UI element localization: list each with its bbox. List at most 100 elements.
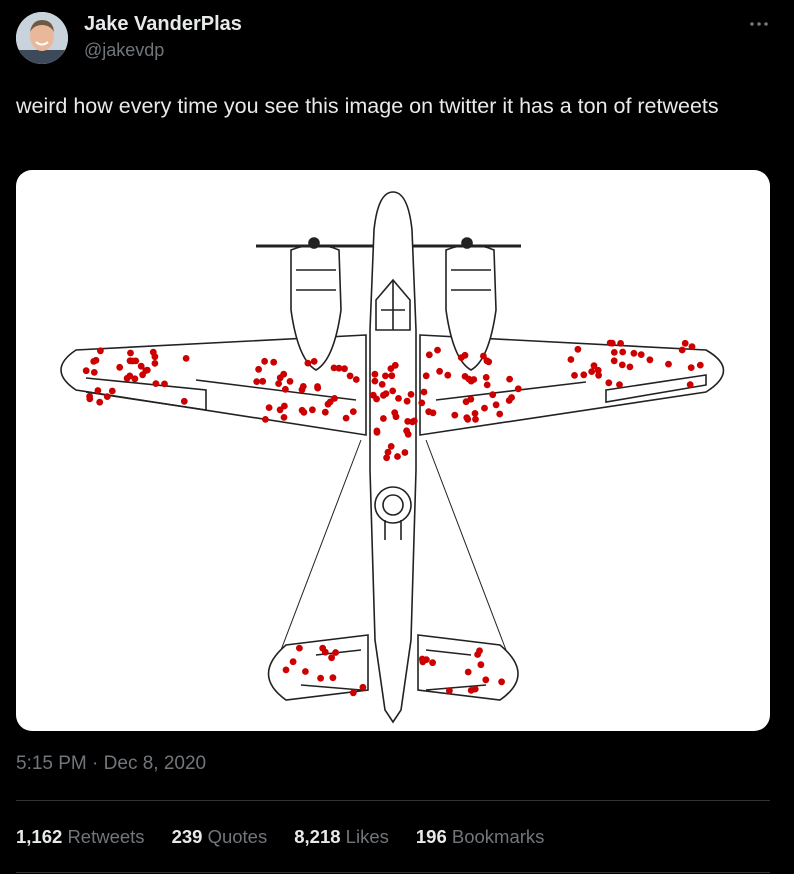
- damage-dot: [103, 393, 111, 400]
- damage-dot: [161, 380, 168, 388]
- more-options-button[interactable]: [746, 12, 774, 36]
- damage-dot: [270, 358, 278, 366]
- damage-dot: [605, 379, 613, 387]
- damage-dot: [461, 351, 469, 359]
- damage-dot: [282, 666, 290, 674]
- avatar-photo-icon: [16, 12, 68, 64]
- damage-dot: [506, 375, 513, 383]
- damage-dot: [152, 380, 160, 387]
- damage-dot: [310, 358, 318, 365]
- damage-dot: [300, 408, 308, 416]
- damage-dot: [403, 397, 411, 405]
- damage-dot: [595, 371, 602, 379]
- bomber-plane-damage-diagram-icon: [60, 191, 725, 724]
- tweet-time[interactable]: 5:15 PM: [16, 753, 87, 774]
- damage-dot: [317, 674, 324, 682]
- bookmarks-label: Bookmarks: [451, 826, 545, 847]
- damage-dot: [286, 378, 294, 385]
- damage-dot: [383, 454, 390, 462]
- damage-dot: [384, 448, 392, 456]
- damage-dot: [461, 373, 469, 380]
- damage-dot: [472, 415, 479, 423]
- damage-dot: [505, 397, 513, 404]
- damage-dot: [567, 356, 575, 363]
- likes-stat[interactable]: 8,218 Likes: [294, 826, 389, 848]
- damage-dot: [380, 415, 387, 422]
- damage-dot: [687, 364, 695, 371]
- damage-dot: [335, 364, 343, 372]
- damage-dot: [382, 390, 390, 397]
- damage-dot: [261, 357, 268, 365]
- damage-dot: [588, 368, 596, 375]
- damage-dot: [352, 376, 360, 383]
- damage-dot: [464, 668, 472, 676]
- author-name[interactable]: Jake VanderPlas: [84, 13, 242, 35]
- retweets-count: 1,162: [16, 826, 63, 847]
- damage-dot: [96, 398, 104, 406]
- damage-dot: [467, 377, 475, 385]
- retweets-label: Retweets: [67, 826, 145, 847]
- damage-dot: [373, 427, 381, 435]
- damage-dot: [492, 401, 500, 409]
- damage-dot: [342, 414, 350, 422]
- quotes-stat[interactable]: 239 Quotes: [172, 826, 268, 848]
- damage-dot: [139, 371, 146, 379]
- damage-dot: [180, 397, 188, 405]
- damage-dot: [330, 364, 338, 372]
- damage-dot: [280, 414, 288, 421]
- damage-dot: [289, 658, 297, 666]
- damage-dot: [391, 409, 399, 417]
- damage-dot: [608, 339, 616, 347]
- damage-dot: [686, 381, 694, 389]
- damage-dot: [616, 381, 623, 388]
- damage-dot: [314, 384, 322, 392]
- damage-dot: [580, 371, 588, 379]
- damage-dot: [116, 363, 124, 371]
- damage-dot: [480, 352, 487, 360]
- damage-dots: [82, 339, 704, 697]
- damage-dot: [86, 395, 94, 403]
- damage-dot: [574, 345, 582, 353]
- damage-dot: [610, 349, 618, 356]
- author-avatar[interactable]: [16, 12, 68, 64]
- damage-dot: [341, 365, 348, 373]
- damage-dot: [309, 406, 316, 414]
- damage-dot: [329, 674, 337, 682]
- damage-dot: [346, 372, 354, 380]
- damage-dot: [389, 387, 397, 395]
- damage-dot: [681, 339, 689, 347]
- damage-dot: [265, 404, 273, 411]
- damage-dot: [108, 387, 116, 395]
- damage-dot: [328, 654, 335, 662]
- damage-dot: [123, 374, 131, 382]
- damage-dot: [131, 375, 139, 383]
- quotes-label: Quotes: [207, 826, 268, 847]
- damage-dot: [637, 351, 645, 358]
- bookmarks-stat[interactable]: 196 Bookmarks: [416, 826, 545, 848]
- damage-dot: [92, 356, 100, 364]
- damage-dot: [391, 361, 399, 369]
- damage-dot: [127, 349, 134, 357]
- damage-dot: [90, 369, 98, 376]
- damage-dot: [423, 656, 430, 663]
- damage-dot: [349, 408, 357, 415]
- damage-dot: [471, 410, 479, 417]
- tweet-date[interactable]: Dec 8, 2020: [103, 753, 207, 774]
- retweets-stat[interactable]: 1,162 Retweets: [16, 826, 145, 848]
- damage-dot: [129, 357, 137, 365]
- damage-dot: [498, 678, 505, 686]
- author-handle[interactable]: @jakevdp: [84, 40, 165, 60]
- damage-dot: [696, 361, 704, 369]
- damage-dot: [418, 399, 426, 407]
- damage-dot: [401, 449, 409, 456]
- damage-dot: [276, 406, 284, 414]
- damage-dot: [477, 661, 485, 669]
- damage-dot: [304, 359, 312, 367]
- damage-dot: [371, 370, 379, 378]
- damage-dot: [665, 360, 672, 368]
- damage-dot: [618, 361, 626, 369]
- damage-dot: [349, 689, 357, 697]
- damage-dot: [302, 668, 309, 675]
- damage-dot: [296, 644, 303, 652]
- tweet-media-image[interactable]: [16, 170, 770, 731]
